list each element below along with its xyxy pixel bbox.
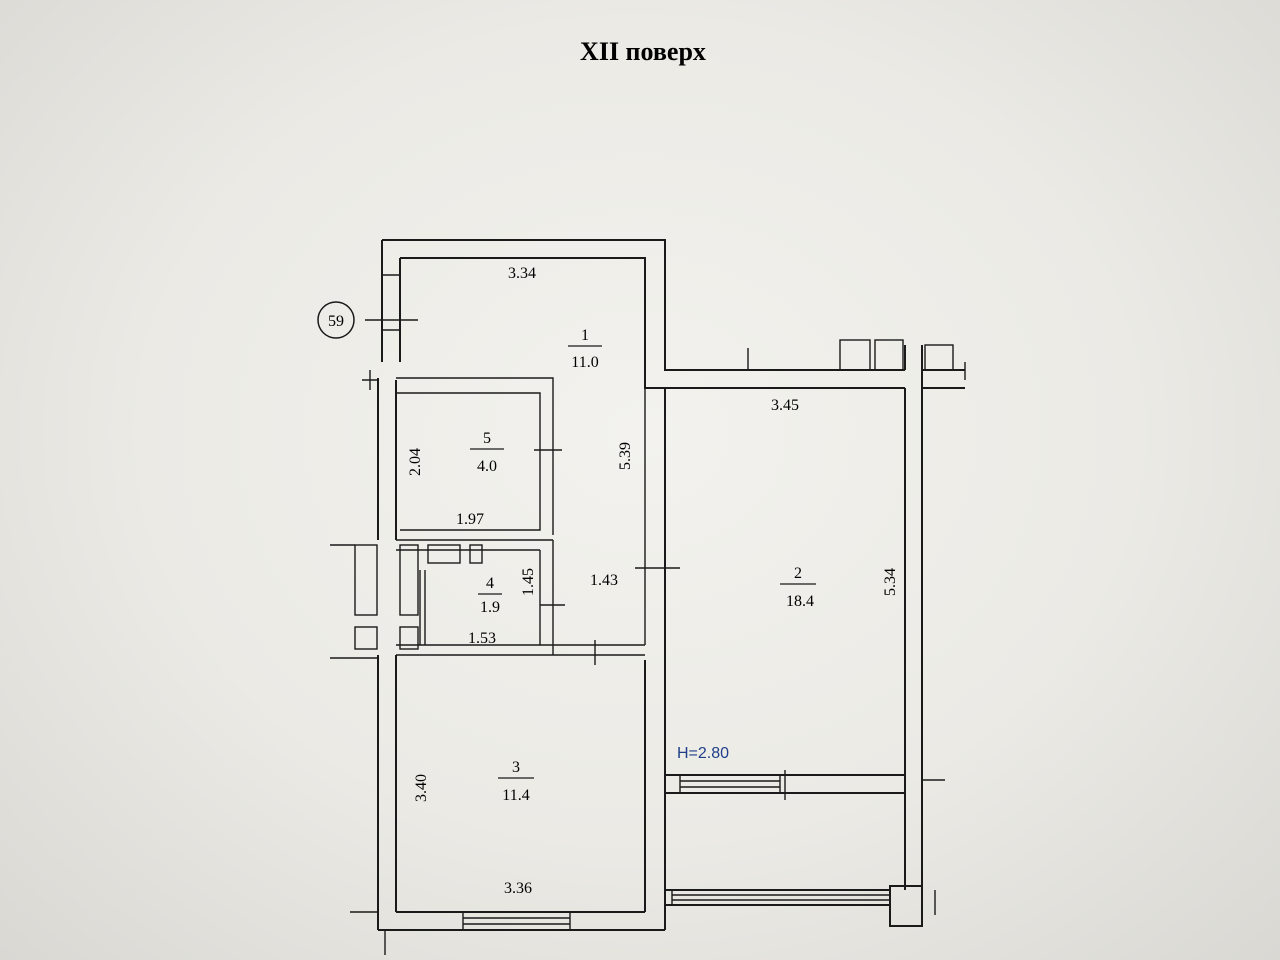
apartment-number: 59 (328, 313, 344, 330)
room5-width: 1.97 (456, 511, 484, 528)
windows (382, 274, 890, 930)
internal-walls (354, 339, 954, 656)
room3-number: 3 (512, 759, 520, 776)
room2-area: 18.4 (786, 593, 814, 610)
room2-number: 2 (794, 565, 802, 582)
room3-length: 3.40 (413, 774, 430, 802)
door-marks (330, 319, 966, 955)
room4-length: 1.45 (520, 568, 537, 596)
room1-length: 5.39 (617, 442, 634, 470)
room4-number: 4 (486, 575, 494, 592)
room3-width: 3.36 (504, 880, 532, 897)
room5-length: 2.04 (407, 448, 424, 476)
room5-area: 4.0 (477, 458, 497, 475)
room4-width: 1.53 (468, 630, 496, 647)
hall-width: 1.43 (590, 572, 618, 589)
room1-number: 1 (581, 327, 589, 344)
room3-area: 11.4 (502, 787, 529, 804)
room5-number: 5 (483, 430, 491, 447)
room1-width: 3.34 (508, 265, 536, 282)
ceiling-height-label: H=2.80 (677, 745, 729, 762)
apartment-number-circle (317, 301, 355, 339)
room2-width: 3.45 (771, 397, 799, 414)
room2-length: 5.34 (882, 568, 899, 596)
room4-area: 1.9 (480, 599, 500, 616)
outer-walls (377, 239, 965, 931)
floor-title: XII поверх (580, 37, 706, 66)
room1-area: 11.0 (571, 354, 598, 371)
